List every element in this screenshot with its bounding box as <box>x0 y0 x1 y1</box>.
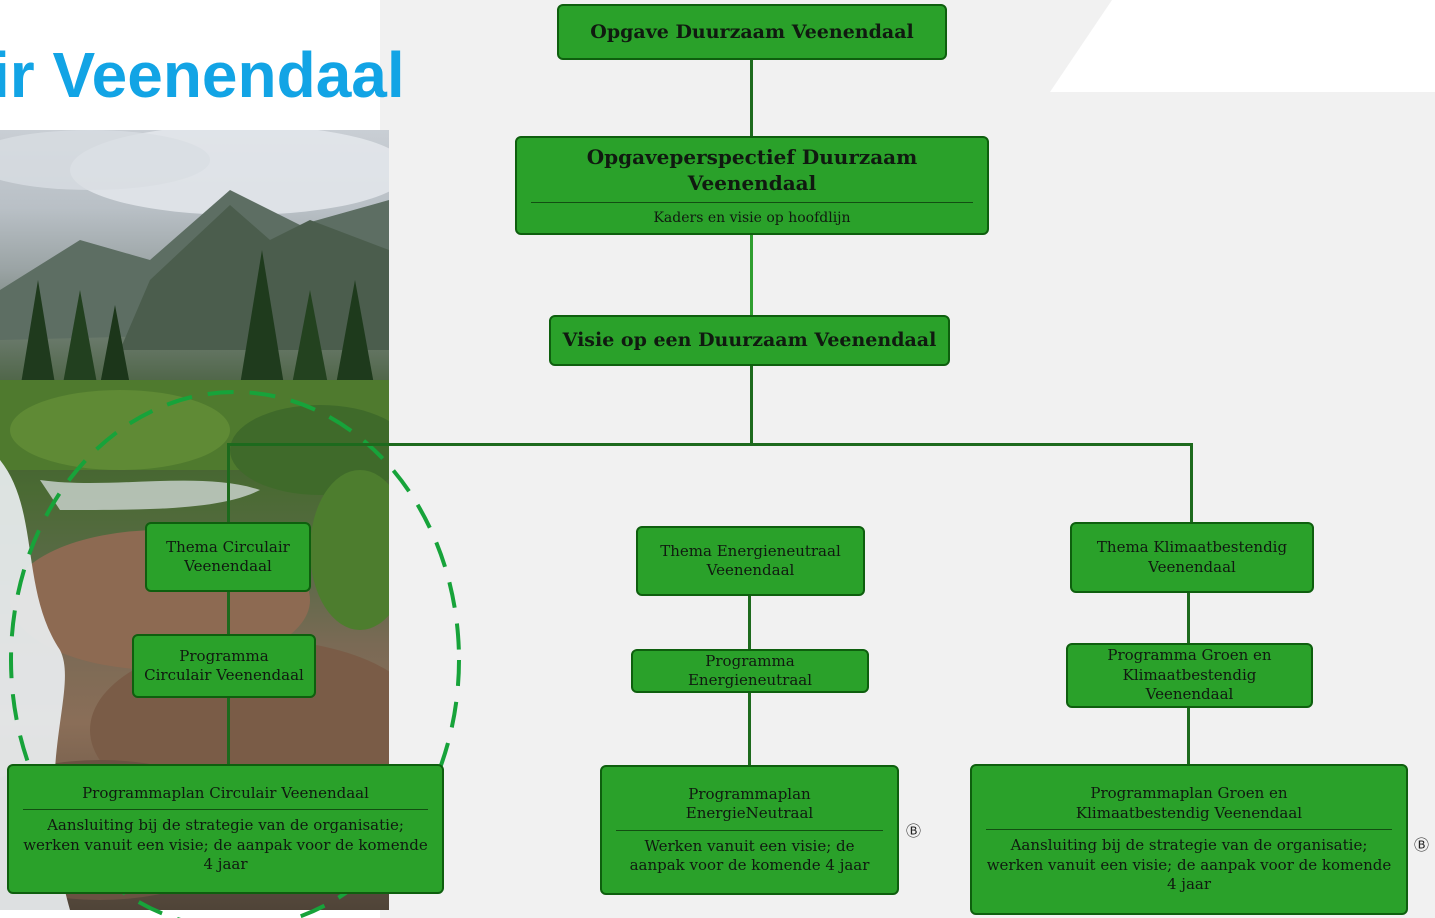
node-separator <box>23 809 428 810</box>
node-programma-circulair[interactable]: Programma Circulair Veenendaal <box>132 634 316 698</box>
node-programma-klimaat[interactable]: Programma Groen en Klimaatbestendig Veen… <box>1066 643 1313 708</box>
node-programmaplan-energieneutraal-title: Programmaplan EnergieNeutraal <box>685 784 814 823</box>
node-programmaplan-circulair[interactable]: Programmaplan Circulair Veenendaal Aansl… <box>7 764 444 894</box>
node-programma-circulair-title: Programma Circulair Veenendaal <box>144 646 304 685</box>
node-thema-klimaatbestendig-title: Thema Klimaatbestendig Veenendaal <box>1096 538 1288 576</box>
highlight-dashed-circle <box>9 390 461 918</box>
node-separator <box>616 829 883 831</box>
node-separator <box>531 201 973 203</box>
node-thema-circulair[interactable]: Thema Circulair Veenendaal <box>145 522 311 592</box>
node-opgaveperspectief-title: Opgaveperspectief Duurzaam Veenendaal <box>586 144 918 195</box>
node-programmaplan-klimaat[interactable]: Programmaplan Groen en Klimaatbestendig … <box>970 764 1408 915</box>
connector-klimaat-plan <box>1187 707 1190 765</box>
connector-circulair-programma <box>227 591 230 635</box>
connector-visie-bus <box>750 365 753 445</box>
connector-bus-circulair <box>227 443 230 523</box>
node-programmaplan-klimaat-title: Programmaplan Groen en Klimaatbestendig … <box>1075 784 1303 822</box>
node-programmaplan-energieneutraal[interactable]: Programmaplan EnergieNeutraal Werken van… <box>600 765 899 895</box>
energie-marker: Ⓑ <box>906 822 922 840</box>
node-thema-energieneutraal-title: Thema Energieneutraal Veenendaal <box>660 541 841 580</box>
node-thema-klimaatbestendig[interactable]: Thema Klimaatbestendig Veenendaal <box>1070 522 1314 593</box>
node-visie[interactable]: Visie op een Duurzaam Veenendaal <box>549 315 950 366</box>
node-programma-energieneutraal-title: Programma Energieneutraal <box>687 651 812 690</box>
page-title: ir Veenendaal <box>0 39 405 111</box>
node-programmaplan-circulair-title: Programmaplan Circulair Veenendaal <box>82 783 369 802</box>
node-programmaplan-energieneutraal-subtitle: Werken vanuit een visie; de aanpak voor … <box>629 836 870 875</box>
node-programma-klimaat-title: Programma Groen en Klimaatbestendig Veen… <box>1107 646 1272 704</box>
connector-bus-klimaat <box>1190 443 1193 523</box>
node-thema-circulair-title: Thema Circulair Veenendaal <box>166 537 290 576</box>
node-opgaveperspectief-subtitle: Kaders en visie op hoofdlijn <box>653 209 851 226</box>
node-programma-energieneutraal[interactable]: Programma Energieneutraal <box>631 649 869 693</box>
connector-energie-programma <box>748 595 751 650</box>
node-programmaplan-klimaat-subtitle: Aansluiting bij de strategie van de orga… <box>986 836 1392 894</box>
node-separator <box>986 829 1392 831</box>
node-thema-energieneutraal[interactable]: Thema Energieneutraal Veenendaal <box>636 526 865 596</box>
node-opgave-title: Opgave Duurzaam Veenendaal <box>590 20 914 43</box>
node-visie-title: Visie op een Duurzaam Veenendaal <box>562 329 937 352</box>
connector-horizontal-bus <box>227 443 1193 446</box>
connector-circulair-plan <box>227 697 230 765</box>
landscape-illustration <box>0 130 389 910</box>
node-opgave[interactable]: Opgave Duurzaam Veenendaal <box>557 4 947 60</box>
connector-energie-plan <box>748 692 751 766</box>
connector-opgave-perspectief <box>750 59 753 137</box>
connector-klimaat-programma <box>1187 592 1190 644</box>
connector-perspectief-visie <box>750 234 753 316</box>
background-notch <box>1050 0 1435 92</box>
klimaat-marker: Ⓑ <box>1414 836 1430 854</box>
node-programmaplan-circulair-subtitle: Aansluiting bij de strategie van de orga… <box>23 816 428 873</box>
node-opgaveperspectief[interactable]: Opgaveperspectief Duurzaam Veenendaal Ka… <box>515 136 989 235</box>
